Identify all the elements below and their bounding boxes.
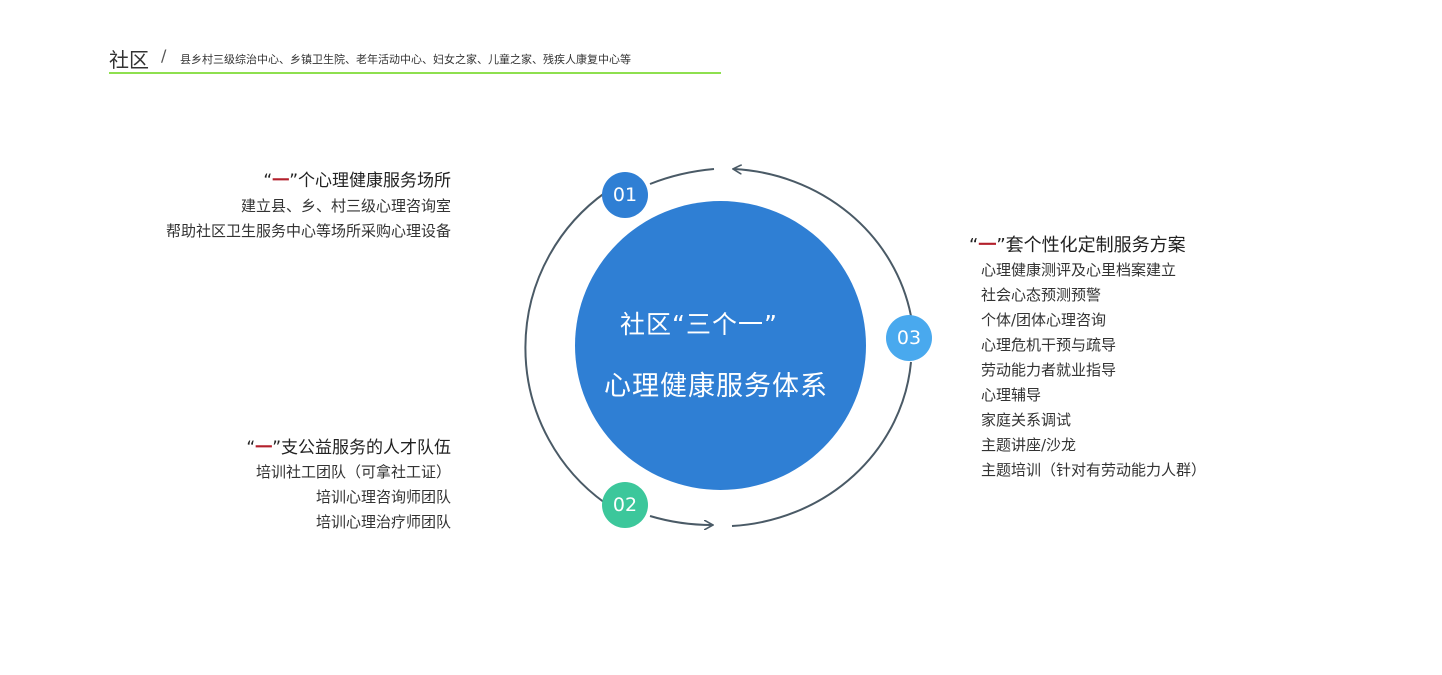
list-item: 建立县、乡、村三级心理咨询室 [240, 197, 451, 215]
highlight-one: 一 [978, 235, 997, 256]
ring-arc-left [524, 191, 607, 504]
block-service-plan: “一”套个性化定制服务方案 心理健康测评及心里档案建立 社会心态预测预警 个体/… [969, 231, 1206, 483]
header-underline [109, 72, 721, 74]
highlight-one: 一 [272, 171, 290, 191]
title-text: 套个性化定制服务方案 [1005, 235, 1186, 256]
list-item: 心理健康测评及心里档案建立 [981, 261, 1177, 279]
page-header: 社区 / 县乡村三级综治中心、乡镇卫生院、老年活动中心、妇女之家、儿童之家、残疾… [109, 42, 721, 74]
list-item: 家庭关系调试 [981, 411, 1072, 429]
list-item: 帮助社区卫生服务中心等场所采购心理设备 [165, 222, 451, 240]
step-badge-02: 02 [602, 482, 648, 528]
list-item: 社会心态预测预警 [981, 286, 1102, 304]
ring-arc-bottom [649, 515, 712, 525]
list-item: 心理辅导 [981, 386, 1042, 404]
open-quote: “ [246, 438, 256, 458]
close-quote: ” [272, 438, 281, 458]
center-title-line1: 社区“三个一” [620, 310, 778, 339]
step-badge-01: 01 [602, 172, 648, 218]
title-text: 个心理健康服务场所 [298, 171, 451, 191]
block-service-place: “一”个心理健康服务场所 建立县、乡、村三级心理咨询室 帮助社区卫生服务中心等场… [166, 166, 451, 244]
highlight-one: 一 [255, 438, 273, 458]
open-quote: “ [969, 235, 979, 256]
list-item: 培训心理咨询师团队 [315, 488, 451, 506]
list-item: 心理危机干预与疏导 [981, 336, 1117, 354]
list-item: 培训社工团队（可拿社工证） [255, 463, 451, 481]
header-subtitle: 县乡村三级综治中心、乡镇卫生院、老年活动中心、妇女之家、儿童之家、残疾人康复中心… [180, 53, 631, 66]
list-item: 个体/团体心理咨询 [981, 311, 1107, 329]
block-talent-team: “一”支公益服务的人才队伍 培训社工团队（可拿社工证） 培训心理咨询师团队 培训… [246, 433, 451, 535]
header-title: 社区 [109, 48, 149, 72]
step-badge-03: 03 [886, 315, 932, 361]
block-title: “一”支公益服务的人才队伍 [246, 433, 451, 458]
list-item: 劳动能力者就业指导 [981, 361, 1117, 379]
ring-arc-right-upper [734, 169, 912, 317]
center-circle [575, 201, 866, 490]
close-quote: ” [996, 235, 1006, 256]
list-item: 主题培训（针对有劳动能力人群） [981, 461, 1207, 479]
ring-arc-right-lower [731, 361, 912, 527]
list-item: 培训心理治疗师团队 [315, 513, 451, 531]
list-item: 主题讲座/沙龙 [981, 436, 1077, 454]
block-title: “一”个心理健康服务场所 [166, 166, 451, 191]
block-title: “一”套个性化定制服务方案 [969, 231, 1206, 257]
center-title-line2: 心理健康服务体系 [604, 371, 828, 402]
header-separator: / [161, 46, 167, 65]
title-text: 支公益服务的人才队伍 [281, 438, 451, 458]
ring-arc-top [649, 168, 715, 185]
open-quote: “ [263, 171, 273, 191]
close-quote: ” [289, 171, 298, 191]
